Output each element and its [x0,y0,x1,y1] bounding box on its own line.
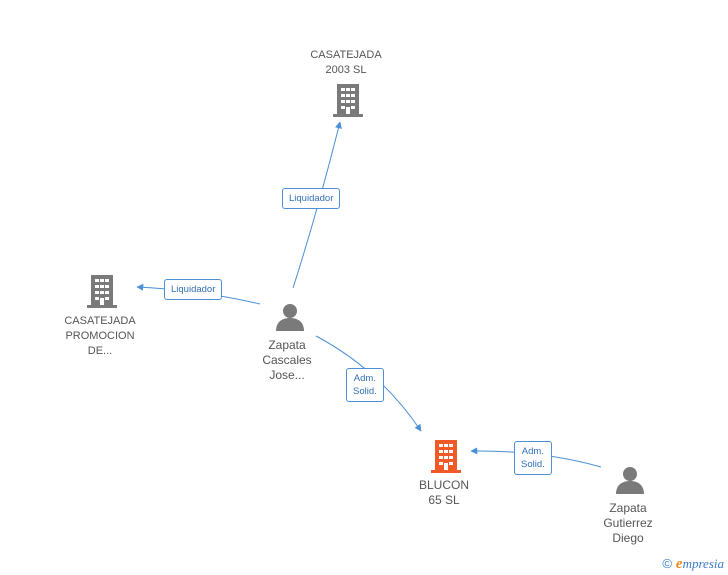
edge-label-text: Solid. [353,386,377,397]
node-label-line: CASATEJADA [310,49,382,61]
person-icon[interactable] [276,304,304,331]
brand-logo-text: mpresia [682,556,724,571]
node-label-blucon[interactable]: BLUCON 65 SL [394,478,494,508]
node-label-casatejada-promocion[interactable]: CASATEJADA PROMOCION DE... [50,314,150,359]
node-label-line: BLUCON [418,478,469,492]
node-label-zapata-gutierrez[interactable]: Zapata Gutierrez Diego [578,501,678,546]
node-label-line: 65 SL [428,493,460,507]
edge-label-adm-solid: Adm. Solid. [346,368,384,402]
node-label-casatejada-2003[interactable]: CASATEJADA 2003 SL [296,48,396,78]
copyright-icon: © [662,556,672,571]
node-label-zapata-cascales[interactable]: Zapata Cascales Jose... [237,338,337,383]
node-label-line: 2003 SL [325,64,367,76]
building-icon[interactable] [333,84,363,117]
edge-label-text: Liquidador [171,284,216,295]
edge-label-adm-solid: Adm. Solid. [514,441,552,475]
node-label-line: Zapata [609,501,647,515]
edge-label-liquidador: Liquidador [282,188,341,209]
brand-logo-initial: e [675,556,683,572]
node-label-line: Diego [612,531,644,545]
node-label-line: Cascales [262,353,312,367]
edge-label-text: Solid. [521,459,545,470]
node-label-line: PROMOCION [65,330,135,342]
building-icon-highlighted[interactable] [431,440,461,473]
node-label-line: Jose... [269,368,305,382]
node-label-line: Gutierrez [603,516,653,530]
building-icon[interactable] [87,275,117,308]
brand-footer[interactable]: ©empresia [662,556,724,573]
node-label-line: CASATEJADA [64,315,136,327]
edge-label-text: Liquidador [289,193,334,204]
edge-label-liquidador: Liquidador [164,279,223,300]
node-label-line: Zapata [268,338,306,352]
edge-label-text: Adm. [521,446,544,457]
edge-label-text: Adm. [353,373,376,384]
person-icon[interactable] [616,467,644,494]
node-label-line: DE... [87,345,113,357]
